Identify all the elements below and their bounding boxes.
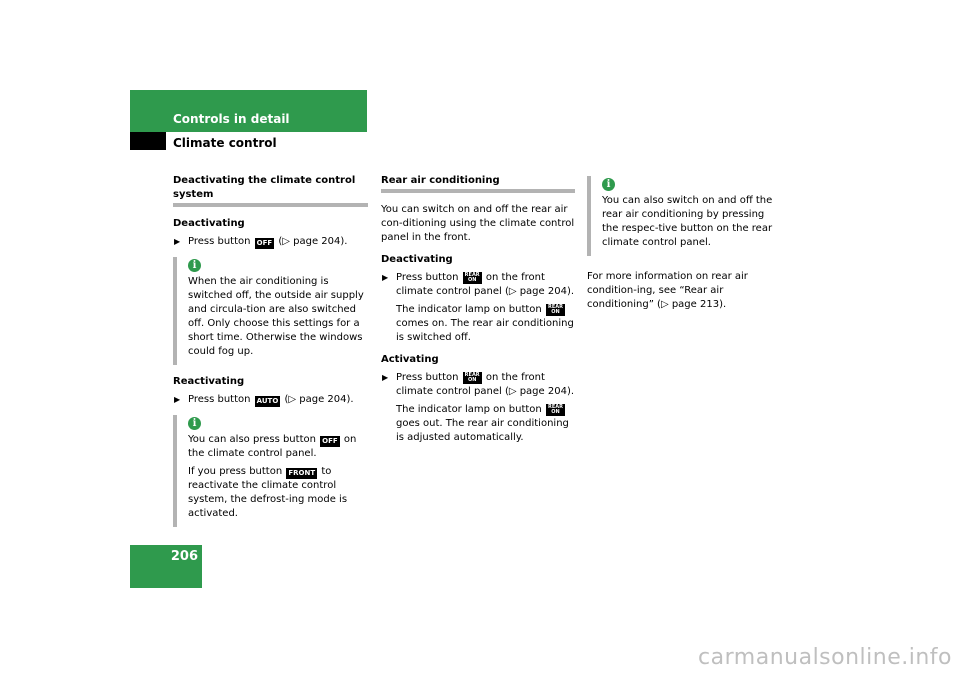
watermark: carmanualsonline.info bbox=[698, 645, 952, 670]
info-note-2: i You can also press button OFF on the c… bbox=[173, 415, 368, 527]
off-button-icon: OFF bbox=[254, 238, 275, 249]
subheading-reactivating: Reactivating bbox=[173, 376, 245, 387]
header-marker bbox=[130, 132, 166, 150]
column-left: Deactivating the climate control system … bbox=[173, 174, 368, 537]
info-note-3: i You can also switch on and off the rea… bbox=[587, 176, 782, 256]
info-icon: i bbox=[188, 417, 201, 430]
header-title: Controls in detail bbox=[173, 112, 290, 126]
note-text-rear-panel: You can also switch on and off the rear … bbox=[602, 195, 773, 248]
info-note-1: i When the air conditioning is switched … bbox=[173, 257, 368, 365]
note-text-off: You can also press button OFF on the cli… bbox=[188, 434, 357, 459]
rear-ac-intro: You can switch on and off the rear air c… bbox=[381, 204, 575, 243]
note-text: When the air conditioning is switched of… bbox=[188, 276, 364, 357]
column-right: i You can also switch on and off the rea… bbox=[587, 176, 782, 320]
section-heading-deactivating-system: Deactivating the climate control system bbox=[173, 174, 368, 207]
page-number-tab: 206 bbox=[130, 545, 202, 588]
info-icon: i bbox=[188, 259, 201, 272]
header-subtitle: Climate control bbox=[173, 136, 277, 150]
column-middle: Rear air conditioning You can switch on … bbox=[381, 174, 575, 449]
more-info-text: For more information on rear air conditi… bbox=[587, 271, 748, 310]
off-button-icon: OFF bbox=[320, 436, 340, 447]
subheading-rear-activating: Activating bbox=[381, 354, 439, 365]
section-header: Controls in detail bbox=[130, 90, 367, 132]
step-press-auto: Press button AUTO (▷ page 204). bbox=[173, 393, 368, 407]
subheading-deactivating: Deactivating bbox=[173, 218, 245, 229]
note-text-defrost: If you press button FRONT to reactivate … bbox=[188, 466, 348, 519]
section-heading-rear-ac: Rear air conditioning bbox=[381, 174, 575, 193]
subheading-rear-deactivating: Deactivating bbox=[381, 254, 453, 265]
page-number: 206 bbox=[170, 549, 198, 564]
defrost-button-icon: FRONT bbox=[286, 468, 318, 479]
auto-button-icon: AUTO bbox=[254, 396, 281, 407]
step-press-off: Press button OFF (▷ page 204). bbox=[173, 235, 368, 249]
info-icon: i bbox=[602, 178, 615, 191]
